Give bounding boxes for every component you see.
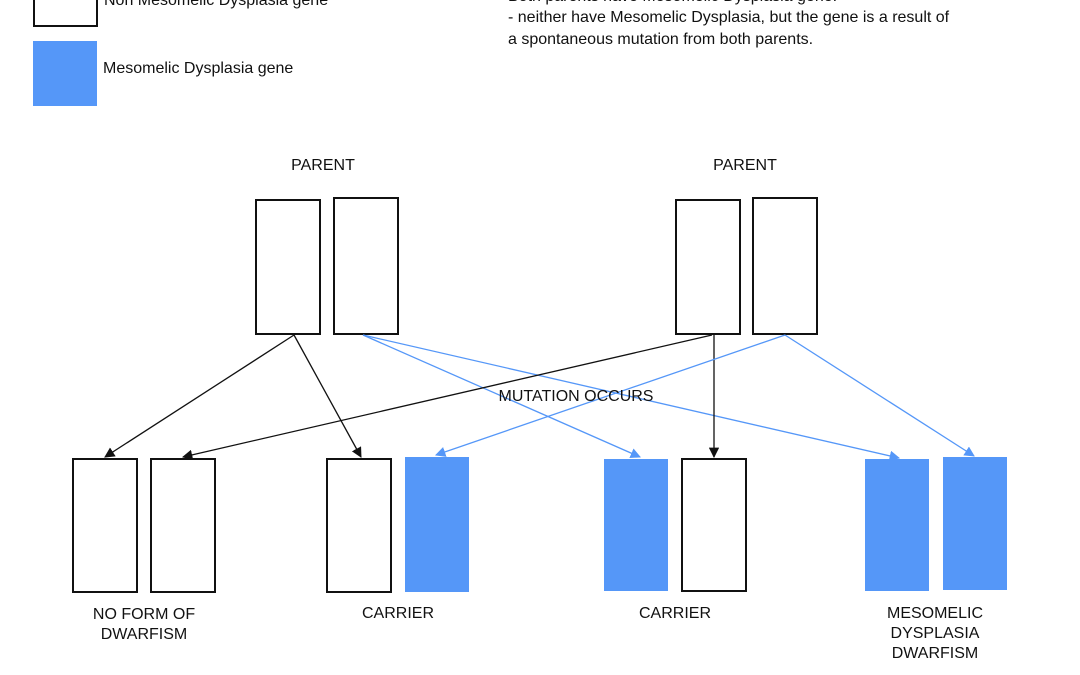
offspring-1-label-line-2: DWARFISM (100, 626, 188, 643)
parent-1-label: PARENT (291, 157, 355, 174)
arrow-parent1-gene1-to-offspring2 (293, 334, 362, 458)
arrow-parent1-gene2-to-offspring3 (362, 334, 641, 458)
parent-1-gene-1 (255, 199, 321, 335)
parent-2-label: PARENT (713, 157, 777, 174)
legend-swatch-mesomelic (33, 41, 97, 106)
arrow-parent1-gene2-to-offspring4 (362, 334, 901, 461)
parent-2-gene-2 (752, 197, 818, 335)
arrow-parent2-gene1-to-offspring1 (181, 334, 713, 460)
parent-1-gene-2 (333, 197, 399, 335)
arrow-parent2-gene2-to-offspring4 (784, 334, 975, 457)
offspring-3-gene-2 (681, 458, 747, 592)
offspring-1-gene-1 (72, 458, 138, 593)
offspring-3-label-line-1: CARRIER (638, 605, 711, 622)
offspring-1-gene-2 (150, 458, 216, 593)
legend-label-non-mesomelic: Non Mesomelic Dysplasia gene (104, 0, 329, 9)
offspring-3-gene-1 (604, 459, 668, 591)
offspring-4-label: MESOMELIC DYSPLASIA DWARFISM (855, 604, 1015, 664)
offspring-2-label-line-1: CARRIER (361, 605, 434, 622)
offspring-4-gene-2 (943, 457, 1007, 590)
offspring-4-gene-1 (865, 459, 929, 591)
note-line-1: Both parents have Mesomelic Dysplasia ge… (508, 0, 837, 8)
mutation-label: MUTATION OCCURS (498, 388, 654, 405)
offspring-1-label: NO FORM OF DWARFISM (64, 605, 224, 645)
legend-label-mesomelic: Mesomelic Dysplasia gene (103, 60, 294, 77)
arrow-parent1-gene1-to-offspring1 (104, 334, 295, 458)
arrow-parent2-gene2-to-offspring2 (435, 334, 786, 457)
legend-swatch-non-mesomelic (33, 0, 98, 27)
note-line-2: - neither have Mesomelic Dysplasia, but … (508, 9, 950, 26)
offspring-4-label-line-2: DYSPLASIA (890, 625, 980, 642)
offspring-3-label: CARRIER (595, 604, 755, 624)
offspring-2-gene-1 (326, 458, 392, 593)
offspring-1-label-line-1: NO FORM OF (92, 606, 196, 623)
note-line-3: a spontaneous mutation from both parents… (508, 31, 814, 48)
offspring-4-label-line-3: DWARFISM (891, 645, 979, 662)
offspring-2-gene-2 (405, 457, 469, 592)
parent-2-gene-1 (675, 199, 741, 335)
offspring-4-label-line-1: MESOMELIC (886, 605, 983, 622)
offspring-2-label: CARRIER (318, 604, 478, 624)
